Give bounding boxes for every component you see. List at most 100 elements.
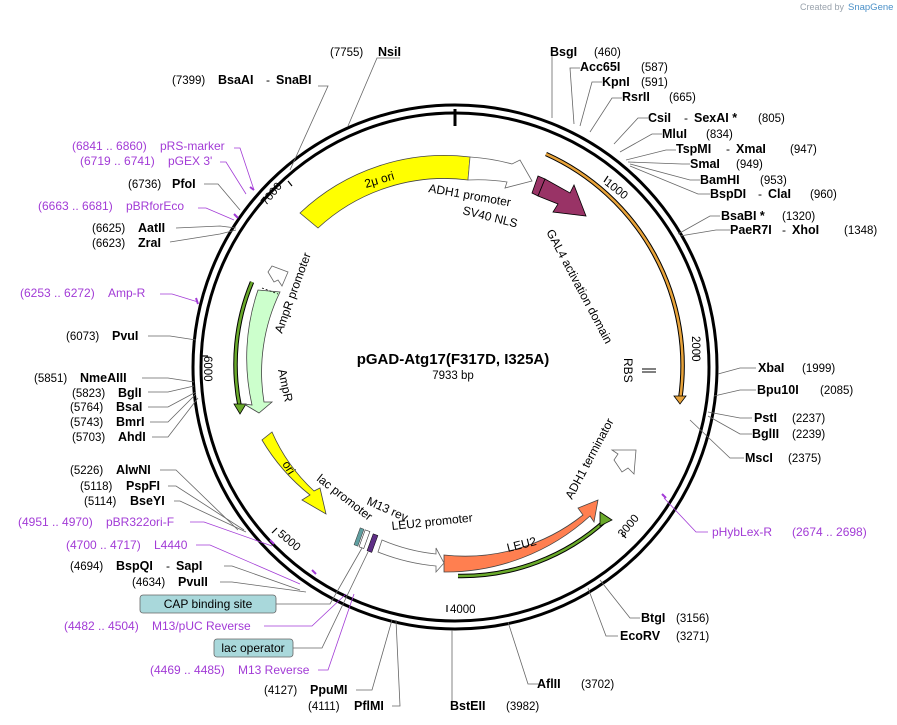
m13-rev-feature[interactable] bbox=[366, 533, 379, 553]
lac-operator-box[interactable] bbox=[213, 638, 294, 658]
leader-ahdi bbox=[152, 397, 199, 438]
site-bspqi-name[interactable]: BspQI bbox=[116, 559, 153, 573]
cap-leader bbox=[276, 547, 363, 605]
cap-site-feature[interactable] bbox=[353, 527, 365, 547]
leader-paer7i bbox=[679, 229, 730, 237]
primer-leader-m13rev bbox=[318, 593, 355, 671]
site-mlui-name[interactable]: MluI bbox=[662, 127, 687, 141]
site-csii-pos: (805) bbox=[758, 113, 785, 125]
site-bglii-name[interactable]: BglII bbox=[752, 427, 779, 441]
site-zrai-name[interactable]: ZraI bbox=[138, 236, 161, 250]
site-pspfi-name[interactable]: PspFI bbox=[126, 479, 160, 493]
site-bsabi-name[interactable]: BsaBI * bbox=[721, 209, 765, 223]
site-nsii-name[interactable]: NsiI bbox=[378, 45, 401, 59]
site-xbai-pos: (1999) bbox=[802, 363, 835, 375]
primer-leader-phyblex bbox=[663, 497, 708, 533]
primer-leader-m13puc bbox=[264, 593, 347, 627]
leader-bmri bbox=[150, 393, 197, 423]
site-bseyi-name[interactable]: BseYI bbox=[130, 494, 165, 508]
plasmid-length: 7933 bp bbox=[432, 370, 474, 382]
site-paer7i-pos: (1348) bbox=[844, 225, 877, 237]
site-clai-name[interactable]: ClaI bbox=[768, 187, 791, 201]
ori-feature[interactable] bbox=[261, 431, 327, 515]
site-rsrii-name[interactable]: RsrII bbox=[622, 90, 650, 104]
leu2-promoter-feature[interactable] bbox=[377, 539, 445, 574]
primer-ampr-name[interactable]: Amp-R bbox=[108, 286, 146, 300]
site-sexai-name[interactable]: SexAI * bbox=[694, 111, 737, 125]
site-nsii-pos: (7755) bbox=[330, 47, 363, 59]
adh1-terminator-feature[interactable] bbox=[610, 449, 637, 475]
site-bpu10i-name[interactable]: Bpu10I bbox=[757, 383, 799, 397]
site-pfoi-name[interactable]: PfoI bbox=[172, 177, 196, 191]
adh1-promoter-feature[interactable] bbox=[467, 156, 533, 189]
leader-bamhi bbox=[629, 163, 700, 181]
site-bsai-name[interactable]: BsaI bbox=[116, 400, 142, 414]
primer-leader-pgex3 bbox=[220, 161, 247, 195]
leader-rsrii bbox=[589, 97, 622, 133]
site-zrai-pos: (6623) bbox=[92, 238, 125, 250]
primer-m13rev-name[interactable]: M13 Reverse bbox=[238, 663, 310, 677]
cap-binding-site-box[interactable] bbox=[139, 594, 277, 614]
site-ahdi-name[interactable]: AhdI bbox=[118, 430, 146, 444]
site-acc65i-name[interactable]: Acc65I bbox=[580, 60, 620, 74]
ampr-feature[interactable] bbox=[243, 289, 281, 414]
site-msci-name[interactable]: MscI bbox=[745, 451, 773, 465]
primer-phyblex-name[interactable]: pHybLex-R bbox=[712, 525, 772, 539]
site-sapi-name[interactable]: SapI bbox=[176, 559, 202, 573]
primer-prs-marker-name[interactable]: pRS-marker bbox=[160, 139, 225, 153]
site-bsteii-name[interactable]: BstEII bbox=[450, 699, 485, 713]
site-btgi-name[interactable]: BtgI bbox=[641, 611, 665, 625]
lac-promoter-label: lac promoter bbox=[314, 471, 375, 523]
site-msci-pos: (2375) bbox=[788, 453, 821, 465]
site-kpni-pos: (591) bbox=[641, 77, 668, 89]
site-nmeaiii-name[interactable]: NmeAIII bbox=[80, 371, 127, 385]
ampr-promoter-feature[interactable] bbox=[267, 265, 289, 287]
site-psti-name[interactable]: PstI bbox=[754, 411, 777, 425]
primer-leaders bbox=[160, 147, 708, 671]
site-aatii-name[interactable]: AatII bbox=[138, 221, 165, 235]
primer-pbr322ori-name[interactable]: pBR322ori-F bbox=[106, 515, 174, 529]
site-snabi-name[interactable]: SnaBI bbox=[276, 73, 311, 87]
site-smai-name[interactable]: SmaI bbox=[690, 157, 720, 171]
leader-bpu10i bbox=[713, 389, 756, 397]
primer-pbrforeco-name[interactable]: pBRforEco bbox=[126, 199, 184, 213]
site-tspmi-name[interactable]: TspMI bbox=[676, 142, 711, 156]
site-xmai-name[interactable]: XmaI bbox=[736, 142, 766, 156]
leader-csii bbox=[613, 117, 648, 145]
site-ppumi-name[interactable]: PpuMI bbox=[310, 683, 348, 697]
site-bspdi-name[interactable]: BspDI bbox=[710, 187, 746, 201]
site-pflmi-name[interactable]: PflMI bbox=[354, 699, 384, 713]
site-bgli-name[interactable]: BglI bbox=[118, 386, 142, 400]
site-bamhi-name[interactable]: BamHI bbox=[700, 173, 740, 187]
site-xbai-name[interactable]: XbaI bbox=[758, 361, 784, 375]
site-alwni-name[interactable]: AlwNI bbox=[116, 463, 151, 477]
primer-leader-ampr bbox=[160, 293, 199, 303]
site-aflii-name[interactable]: AflII bbox=[537, 677, 561, 691]
brand-prefix: Created by bbox=[800, 2, 845, 12]
tick-7000 bbox=[287, 180, 293, 187]
site-bsgi-name[interactable]: BsgI bbox=[550, 45, 577, 59]
leader-aflii bbox=[507, 621, 540, 685]
site-xhoi-name[interactable]: XhoI bbox=[792, 223, 819, 237]
primer-mark-pbrforeco bbox=[233, 213, 239, 219]
site-bsteii-pos: (3982) bbox=[506, 701, 539, 713]
site-kpni-name[interactable]: KpnI bbox=[602, 75, 630, 89]
primer-prs-marker-range: (6841 .. 6860) bbox=[72, 139, 147, 153]
primer-l4440-name[interactable]: L4440 bbox=[154, 538, 188, 552]
leu2-feature[interactable] bbox=[443, 499, 599, 573]
primer-m13puc-name[interactable]: M13/pUC Reverse bbox=[152, 619, 251, 633]
site-bsgi-pos: (460) bbox=[594, 47, 621, 59]
site-leaders bbox=[142, 52, 756, 707]
site-paer7i-name[interactable]: PaeR7I bbox=[730, 223, 772, 237]
site-ecorv-name[interactable]: EcoRV bbox=[620, 629, 661, 643]
site-csii-name[interactable]: CsiI bbox=[648, 111, 671, 125]
site-bmri-name[interactable]: BmrI bbox=[116, 415, 144, 429]
site-pvuii-name[interactable]: PvuII bbox=[178, 575, 208, 589]
lac-promoter-feature[interactable] bbox=[358, 529, 371, 549]
primer-ampr-range: (6253 .. 6272) bbox=[20, 286, 95, 300]
tick-label-4000: 4000 bbox=[450, 604, 476, 616]
gal4-feature[interactable] bbox=[537, 178, 587, 217]
site-pvui-name[interactable]: PvuI bbox=[112, 329, 138, 343]
primer-pgex3-name[interactable]: pGEX 3' bbox=[168, 154, 212, 168]
site-bsaai-name[interactable]: BsaAI bbox=[218, 73, 253, 87]
